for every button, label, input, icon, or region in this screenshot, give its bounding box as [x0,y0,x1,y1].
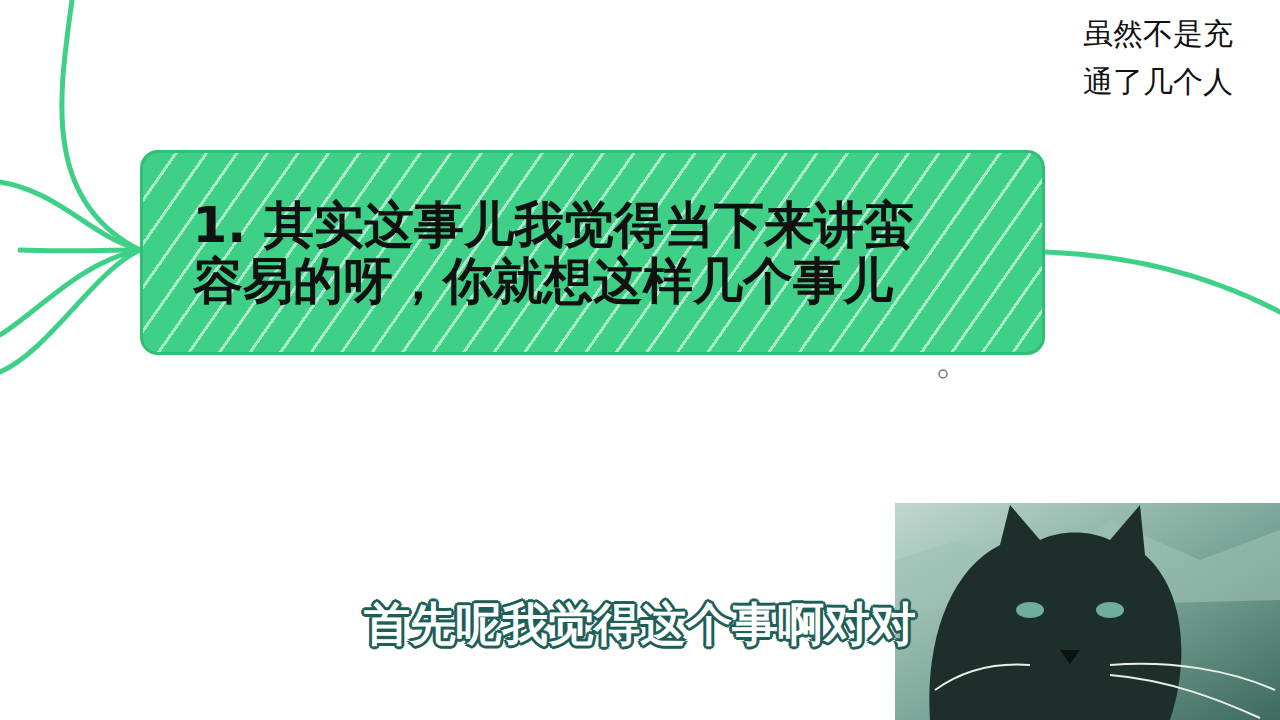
cat-eye [1016,602,1044,618]
mindmap-branches [0,0,1280,372]
corner-note: 虽然不是充 [1083,16,1233,52]
cat-nose [1060,650,1080,664]
cat-eye [1096,602,1124,618]
cat-head [929,505,1181,720]
topic-box: 1. 其实这事儿我觉得当下来讲蛮 容易的呀，你就想这样几个事儿 [140,150,1045,355]
branch-line [0,250,140,372]
cat-illustration [895,503,1280,720]
branch-line [0,182,140,250]
illustration-ground [895,503,1280,720]
subtitle-caption: 首先呢我觉得这个事啊对对 [364,594,916,656]
corner-note: 通了几个人 [1083,64,1233,100]
branch-line [20,248,140,254]
branch-line [1046,252,1280,312]
small-dot [939,370,947,378]
topic-text: 1. 其实这事儿我觉得当下来讲蛮 容易的呀，你就想这样几个事儿 [193,197,993,309]
cat-whiskers [935,664,1275,718]
